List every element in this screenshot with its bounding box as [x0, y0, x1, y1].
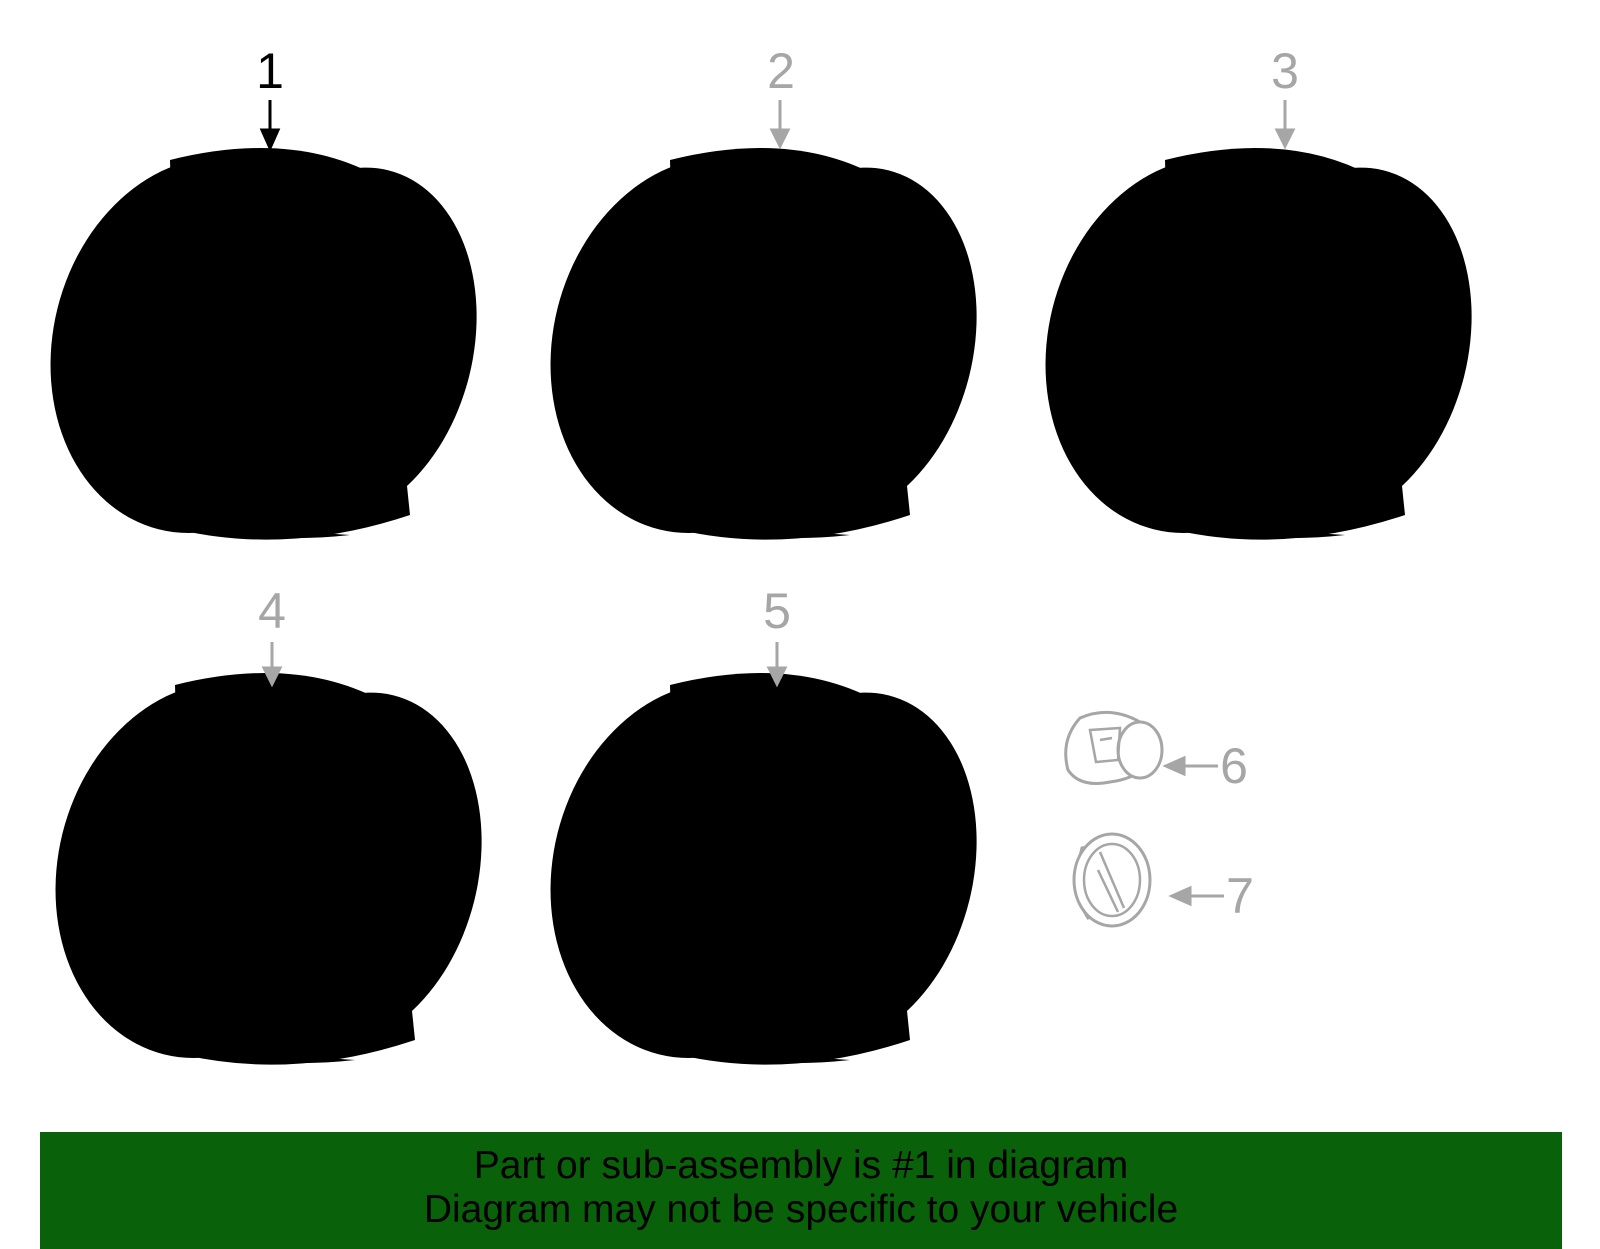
wheel-part-3[interactable] — [1006, 123, 1508, 567]
wheel-part-5[interactable] — [511, 648, 1013, 1092]
callout-number-6: 6 — [1220, 738, 1248, 794]
banner-line-2: Diagram may not be specific to your vehi… — [423, 1188, 1179, 1231]
callout-number-2: 2 — [767, 43, 795, 99]
lug-nut-part-6[interactable] — [1064, 710, 1164, 785]
callout-number-7: 7 — [1226, 868, 1254, 924]
callout-number-3: 3 — [1271, 43, 1299, 99]
callout-arrow-6 — [1162, 755, 1218, 777]
wheel-part-4[interactable] — [16, 648, 518, 1092]
callout-arrow-4 — [261, 642, 283, 688]
callout-arrow-7 — [1168, 885, 1224, 907]
callout-number-1: 1 — [256, 43, 284, 99]
banner-line-1: Part or sub-assembly is #1 in diagram — [473, 1144, 1129, 1187]
center-cap-part-7[interactable] — [1072, 832, 1152, 928]
callout-arrow-5 — [766, 642, 788, 688]
callout-number-5: 5 — [763, 583, 791, 639]
wheel-part-1[interactable] — [11, 123, 513, 567]
callout-arrow-2 — [769, 100, 791, 150]
callout-arrow-3 — [1274, 100, 1296, 150]
wheel-part-2[interactable] — [511, 123, 1013, 567]
callout-arrow-1 — [259, 100, 281, 152]
callout-number-4: 4 — [258, 583, 286, 639]
info-banner: Part or sub-assembly is #1 in diagram Di… — [40, 1132, 1562, 1249]
